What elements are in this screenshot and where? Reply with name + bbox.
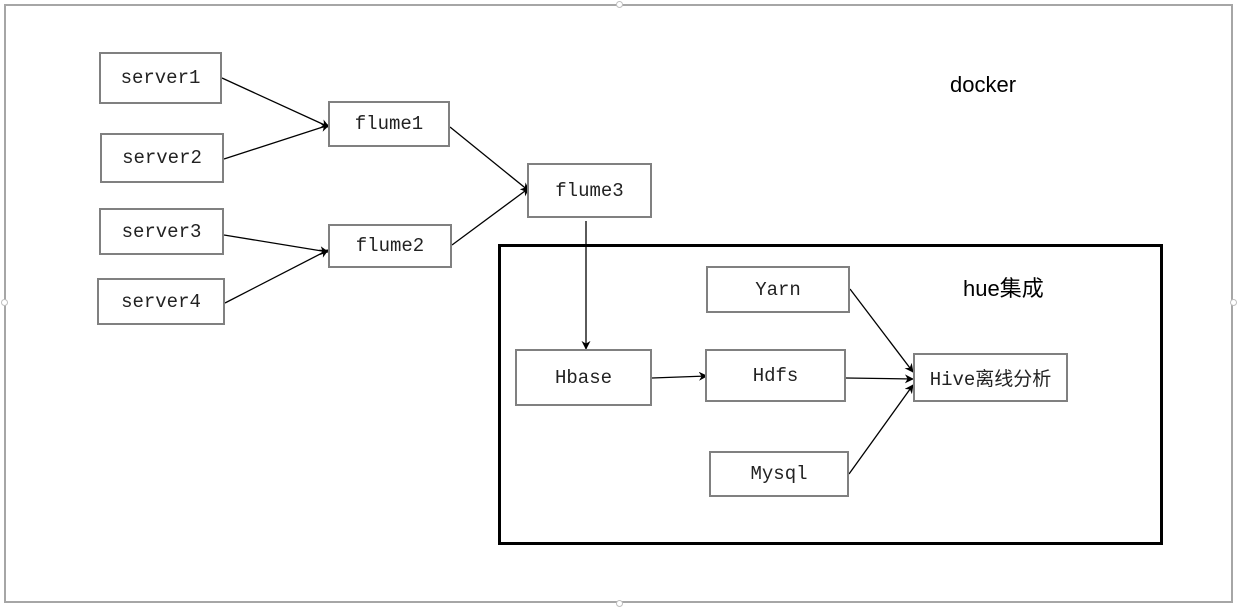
edge-server2-to-flume1[interactable] [223, 123, 330, 160]
resize-handle-right[interactable] [1230, 299, 1237, 306]
node-server1[interactable]: server1 [99, 52, 222, 104]
resize-handle-bottom[interactable] [616, 600, 623, 607]
edge-yarn-to-hive[interactable] [849, 288, 914, 373]
node-yarn[interactable]: Yarn [706, 266, 850, 313]
resize-handle-top[interactable] [616, 1, 623, 8]
edge-server4-to-flume2[interactable] [224, 249, 329, 304]
edge-mysql-to-hive[interactable] [848, 384, 914, 475]
edge-hdfs-to-hive[interactable] [845, 374, 914, 384]
edge-flume1-to-flume3[interactable] [449, 126, 530, 192]
node-hdfs[interactable]: Hdfs [705, 349, 846, 402]
node-server2[interactable]: server2 [100, 133, 224, 183]
node-server4[interactable]: server4 [97, 278, 225, 325]
edge-flume2-to-flume3[interactable] [451, 187, 530, 246]
node-flume2[interactable]: flume2 [328, 224, 452, 268]
docker-label: docker [950, 72, 1017, 97]
resize-handle-left[interactable] [1, 299, 8, 306]
node-hive[interactable]: Hive离线分析 [913, 353, 1068, 402]
hue-integration-label: hue集成 [963, 276, 1044, 301]
node-mysql[interactable]: Mysql [709, 451, 849, 497]
edge-server3-to-flume2[interactable] [223, 234, 329, 256]
edge-server1-to-flume1[interactable] [221, 77, 330, 128]
hue-integration-group [498, 244, 1163, 545]
node-flume1[interactable]: flume1 [328, 101, 450, 147]
node-hbase[interactable]: Hbase [515, 349, 652, 406]
node-flume3[interactable]: flume3 [527, 163, 652, 218]
node-server3[interactable]: server3 [99, 208, 224, 255]
edge-hbase-to-hdfs[interactable] [651, 371, 708, 381]
